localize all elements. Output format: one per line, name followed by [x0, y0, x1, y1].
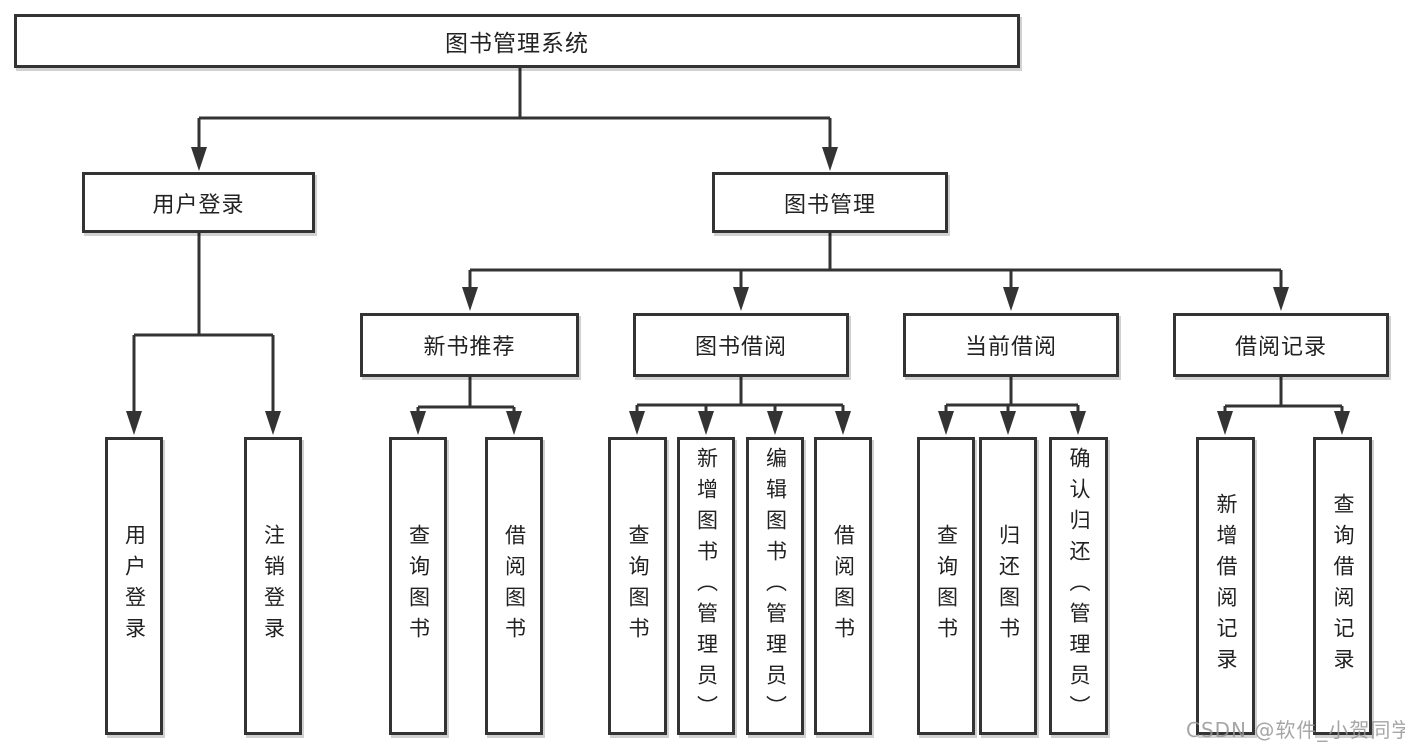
node-label: 图书管理系统 — [445, 31, 589, 57]
node-borrowing-records: 借阅记录 — [1173, 313, 1389, 377]
node-label: 注销登录 — [261, 524, 286, 648]
leaf-query-books-borrow: 查询图书 — [608, 437, 667, 735]
arrowhead — [1273, 287, 1289, 311]
arrowhead — [1003, 287, 1019, 311]
leaf-edit-books-admin: 编辑图书（管理员） — [746, 437, 804, 735]
leaf-logout: 注销登录 — [244, 437, 302, 735]
node-label: 新增借阅记录 — [1214, 493, 1238, 679]
arrowhead — [410, 411, 426, 435]
connector-book-management — [468, 233, 1283, 288]
node-library-management-system: 图书管理系统 — [14, 14, 1020, 68]
arrowhead — [1217, 411, 1233, 435]
connector-borrow-records — [1223, 377, 1344, 412]
node-label: 查询图书 — [406, 524, 431, 648]
leaf-query-books-current: 查询图书 — [917, 437, 975, 735]
node-label: 查询图书 — [626, 524, 650, 648]
connector-book-borrow — [635, 377, 845, 412]
node-label: 借阅记录 — [1234, 335, 1327, 360]
leaf-borrow-books-recommend: 借阅图书 — [485, 437, 543, 735]
arrowhead — [1070, 411, 1086, 435]
arrowhead — [126, 411, 142, 435]
node-label: 用户登录 — [152, 192, 245, 218]
arrowhead — [506, 411, 522, 435]
arrowhead — [265, 411, 281, 435]
arrowhead — [1000, 411, 1016, 435]
node-label: 确认归还（管理员） — [1067, 446, 1091, 726]
node-book-borrowing: 图书借阅 — [633, 313, 849, 377]
arrowhead — [835, 411, 851, 435]
connector-root — [197, 68, 832, 149]
node-label: 借阅图书 — [502, 524, 527, 648]
node-book-management: 图书管理 — [712, 172, 948, 233]
node-label: 新书推荐 — [423, 335, 516, 360]
arrowhead — [629, 411, 645, 435]
node-current-borrowing: 当前借阅 — [903, 313, 1119, 377]
arrowhead — [767, 411, 783, 435]
arrowhead — [733, 287, 749, 311]
leaf-return-books: 归还图书 — [979, 437, 1037, 735]
arrowhead — [938, 411, 954, 435]
connector-current-borrow — [944, 377, 1080, 412]
leaf-query-borrow-record: 查询借阅记录 — [1313, 437, 1372, 735]
node-label: 图书管理 — [783, 192, 876, 218]
node-user-login-branch: 用户登录 — [82, 172, 315, 233]
node-label: 归还图书 — [996, 524, 1021, 648]
arrowhead — [698, 411, 714, 435]
node-new-book-recommendation: 新书推荐 — [360, 313, 579, 377]
node-label: 借阅图书 — [831, 524, 856, 648]
arrowhead — [1334, 411, 1350, 435]
node-label: 编辑图书（管理员） — [763, 446, 788, 726]
leaf-add-borrow-record: 新增借阅记录 — [1196, 437, 1255, 735]
node-label: 查询借阅记录 — [1331, 493, 1355, 679]
node-label: 新增图书（管理员） — [694, 446, 719, 726]
node-label: 查询图书 — [934, 524, 959, 648]
node-label: 用户登录 — [122, 524, 147, 648]
connector-new-book — [416, 377, 516, 412]
leaf-query-books-recommend: 查询图书 — [389, 437, 447, 735]
leaf-add-books-admin: 新增图书（管理员） — [677, 437, 735, 735]
arrowhead — [462, 287, 478, 311]
node-label: 当前借阅 — [964, 335, 1057, 360]
arrowhead — [822, 147, 838, 171]
leaf-borrow-books: 借阅图书 — [814, 437, 872, 735]
node-label: 图书借阅 — [694, 335, 787, 360]
arrowhead — [191, 147, 207, 171]
leaf-confirm-return-admin: 确认归还（管理员） — [1049, 437, 1108, 735]
connector-user-login — [132, 233, 275, 413]
watermark-text: CSDN @软件_小贺同学 — [1186, 718, 1405, 742]
leaf-user-login: 用户登录 — [105, 437, 163, 735]
